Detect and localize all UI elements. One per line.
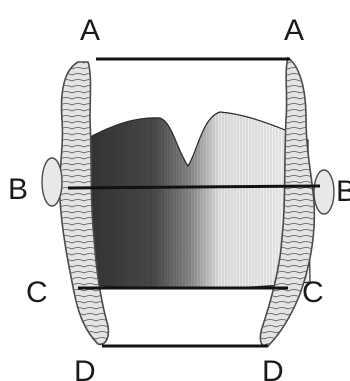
label-b-left: B <box>8 173 28 206</box>
label-a-right: A <box>284 14 304 47</box>
label-b-right: B <box>336 175 350 208</box>
right-side-bulge <box>314 170 334 214</box>
label-c-right: C <box>302 276 324 309</box>
label-d-right: D <box>262 355 284 381</box>
tissue-mass <box>70 112 310 288</box>
label-d-left: D <box>74 355 96 381</box>
line-b <box>68 186 320 188</box>
left-side-bulge <box>42 158 62 206</box>
label-c-left: C <box>26 276 48 309</box>
label-a-left: A <box>80 14 100 47</box>
